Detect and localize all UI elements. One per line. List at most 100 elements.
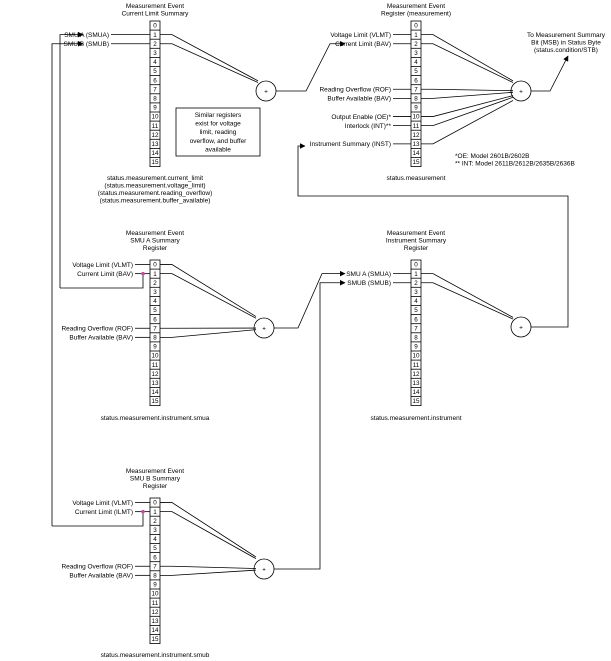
smua-bit-12: 12 [151,371,159,378]
msb-output-line [531,55,569,92]
smub-summary-line [274,279,346,570]
smub-bit-6: 6 [153,554,157,561]
smua-bit-9: 9 [153,344,157,351]
smub-bit-0: 0 [153,500,157,507]
current_limit-bit-2: 2 [153,41,157,48]
current_limit-bit-12: 12 [151,132,159,139]
junction-dot [141,509,145,514]
current_limit-bit-14: 14 [151,150,159,157]
smua-to-sum-line [160,329,257,338]
current_limit-plus-sign: + [264,89,268,96]
current_limit-footer-line: (status.measurement.buffer_available) [100,198,211,205]
smub-feedback-line [51,40,84,526]
smua-bit-13: 13 [151,380,159,387]
note-box-line: limit, reading [200,129,237,136]
smub-bit-3: 3 [153,527,157,534]
current_limit-title-line: Current Limit Summary [122,11,190,18]
smua-input-label: Reading Overflow (ROF) [61,325,133,332]
smua-bit-0: 0 [153,262,157,269]
smua-bit-14: 14 [151,389,159,396]
smub-to-sum-line [160,502,257,558]
measurement-to-sum-line [421,96,514,127]
smub-bit-15: 15 [151,636,159,643]
smua-plus-sign: + [262,326,266,333]
current_limit-bit-7: 7 [153,86,157,93]
smua-feedback-line [59,31,84,288]
current_limit-title-line: Measurement Event [126,3,184,10]
smua-bit-11: 11 [152,362,159,369]
smub-to-sum-line [160,565,257,569]
instrument-bit-5: 5 [414,307,418,314]
measurement-bit-7: 7 [414,86,418,93]
smub-summing-junction [253,558,275,580]
measurement-input-label: Interlock (INT)** [345,123,392,130]
smua-input-label: Voltage Limit (VLMT) [72,262,133,269]
instrument-bit-8: 8 [414,335,418,342]
current_limit-bit-1: 1 [153,32,157,39]
measurement-bit-6: 6 [414,77,418,84]
instrument-input-label: SMUB (SMUB) [347,280,391,287]
current_limit-bit-10: 10 [151,114,159,121]
current_limit-bit-13: 13 [151,141,159,148]
note-box [175,107,261,157]
instrument-bit-10: 10 [412,353,420,360]
instrument-title-line: Measurement Event [387,230,445,237]
smua-bit-8: 8 [153,335,157,342]
measurement-bit-12: 12 [412,132,420,139]
smub-bit-7: 7 [153,563,157,570]
output-label-line: Bit (MSB) in Status Byte [531,40,601,47]
instrument-summing-junction [510,316,532,338]
smub-bit-8: 8 [153,573,157,580]
measurement-plus-sign: + [519,89,523,96]
instrument-bit-1: 1 [414,271,418,278]
smub-bit-12: 12 [151,609,159,616]
smub-current-limit-tap [52,511,144,527]
instrument-bit-12: 12 [412,371,420,378]
smub-input-label: Current Limit (ILMT) [75,509,133,516]
measurement-to-sum-line [421,91,514,99]
note-box-line: available [205,146,231,153]
instrument-footer-line: status.measurement.instrument [370,415,461,422]
smua-current-limit-tap [60,273,144,289]
output-label-line: To Measurement Summary [527,32,606,39]
instrument-bit-11: 11 [413,362,420,369]
smub-bit-9: 9 [153,582,157,589]
smub-bit-11: 11 [152,600,159,607]
current_limit-bit-3: 3 [153,50,157,57]
instrument-input-label: SMU A (SMUA) [346,271,391,278]
output-label-line: (status.condition/STB) [534,47,598,54]
smub-input-label: Buffer Available (BAV) [69,573,133,580]
instrument-bit-13: 13 [412,380,420,387]
smua-to-sum-line [160,264,257,317]
smub-to-sum-line [160,569,257,576]
instrument-title-line: Register [404,245,429,252]
smua-bit-1: 1 [153,271,157,278]
measurement-bit-13: 13 [412,141,420,148]
measurement-bit-0: 0 [414,23,418,30]
smub-bit-14: 14 [151,627,159,634]
measurement-to-sum-line [421,43,514,83]
smub-bit-2: 2 [153,518,157,525]
instrument-bit-7: 7 [414,325,418,332]
measurement-input-label: Current Limit (BAV) [335,41,391,48]
smua-input-label: Current Limit (BAV) [77,271,133,278]
instrument-bit-0: 0 [414,262,418,269]
measurement-bit-9: 9 [414,105,418,112]
measurement-input-label: Voltage Limit (VLMT) [330,32,391,39]
smub-bit-13: 13 [151,618,159,625]
measurement-input-label: Instrument Summary (INST) [310,141,391,148]
instrument-bit-14: 14 [412,389,420,396]
instrument-bit-9: 9 [414,344,418,351]
smua-bit-7: 7 [153,325,157,332]
measurement-bit-5: 5 [414,68,418,75]
measurement-footer-line: status.measurement [387,175,446,182]
smua-bit-2: 2 [153,280,157,287]
instrument-to-sum-line [421,273,514,318]
measurement-bit-4: 4 [414,59,418,66]
current_limit-input-label: SMU A (SMUA) [64,32,109,39]
smua-summary-line [274,270,346,329]
note-box-line: exist for voltage [195,121,241,128]
smua-bit-4: 4 [153,298,157,305]
smub-title-line: Register [143,483,168,490]
